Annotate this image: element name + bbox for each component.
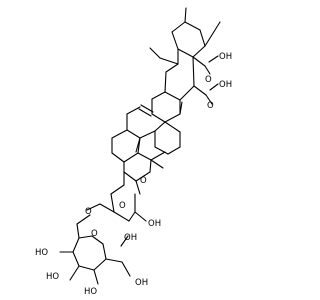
- label-oh-lower-right: OH: [135, 278, 148, 288]
- chemical-structure-diagram: OH O OH O O O OH O OH O HO HO HO OH: [35, 7, 232, 297]
- label-oh-top-right: OH: [219, 52, 232, 62]
- label-o-linker: O: [85, 207, 92, 217]
- label-oh-ring-upper-right: OH: [148, 219, 161, 229]
- label-ho-lower-1: HO: [35, 248, 48, 258]
- label-oh-mid-right: OH: [219, 80, 232, 90]
- label-o-ring-upper: O: [119, 201, 126, 211]
- label-o-glycosidic: O: [140, 176, 147, 186]
- label-ho-lower-3: HO: [84, 287, 97, 297]
- atom-labels: OH O OH O O O OH O OH O HO HO HO OH: [35, 52, 232, 297]
- label-o-top-right: O: [205, 75, 212, 85]
- bond-lines: [59, 7, 221, 285]
- label-o-mid-right: O: [207, 101, 214, 111]
- label-ho-lower-2: HO: [46, 272, 59, 282]
- label-o-ring-lower: O: [91, 229, 98, 239]
- label-oh-ring-upper-bottom: OH: [124, 233, 137, 243]
